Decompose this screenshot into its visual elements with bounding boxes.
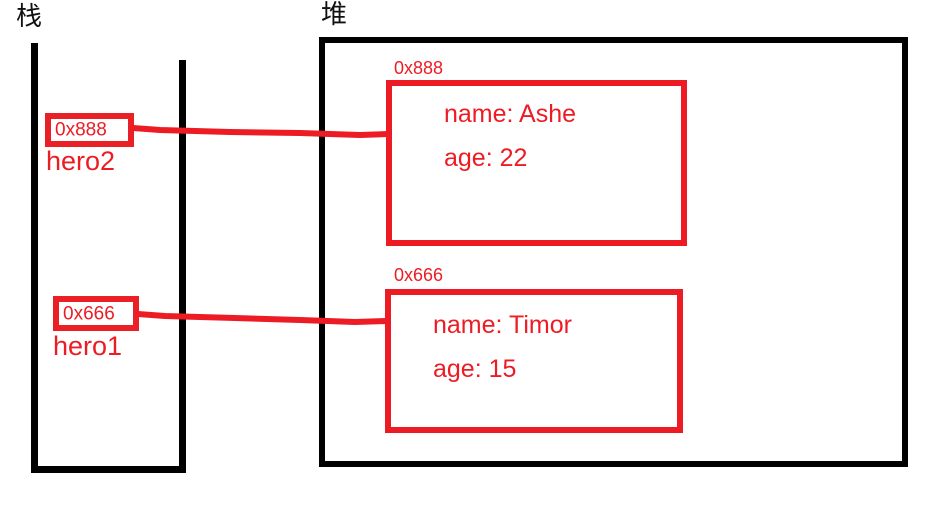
stack-wall-right <box>179 60 186 473</box>
heap-section-label: 堆 <box>321 0 348 30</box>
stack-slot-hero2-address: 0x888 <box>55 119 107 141</box>
stack-wall-left <box>31 43 38 473</box>
stack-slot-hero2[interactable]: 0x888 <box>45 113 134 147</box>
stack-frame <box>31 43 187 473</box>
heap-object-timor-age-field: age: 15 <box>433 355 517 383</box>
stack-variable-label-hero1: hero1 <box>53 331 123 361</box>
stack-slot-hero1-address: 0x666 <box>63 303 115 324</box>
stack-slot-hero1[interactable]: 0x666 <box>53 296 139 331</box>
stack-wall-bottom <box>31 466 186 473</box>
heap-object-timor-name-field: name: Timor <box>433 311 572 339</box>
heap-object-address-ashe: 0x888 <box>394 58 444 78</box>
heap-object-ashe-name-field: name: Ashe <box>444 100 577 128</box>
heap-object-ashe-age-field: age: 22 <box>444 144 528 172</box>
heap-object-timor[interactable]: name: Timor age: 15 <box>385 289 683 433</box>
stack-section-label: 栈 <box>16 2 43 32</box>
heap-frame <box>319 37 908 467</box>
heap-object-ashe[interactable]: name: Ashe age: 22 <box>386 80 687 246</box>
heap-object-address-timor: 0x666 <box>394 265 444 285</box>
stack-variable-label-hero2: hero2 <box>46 146 116 176</box>
